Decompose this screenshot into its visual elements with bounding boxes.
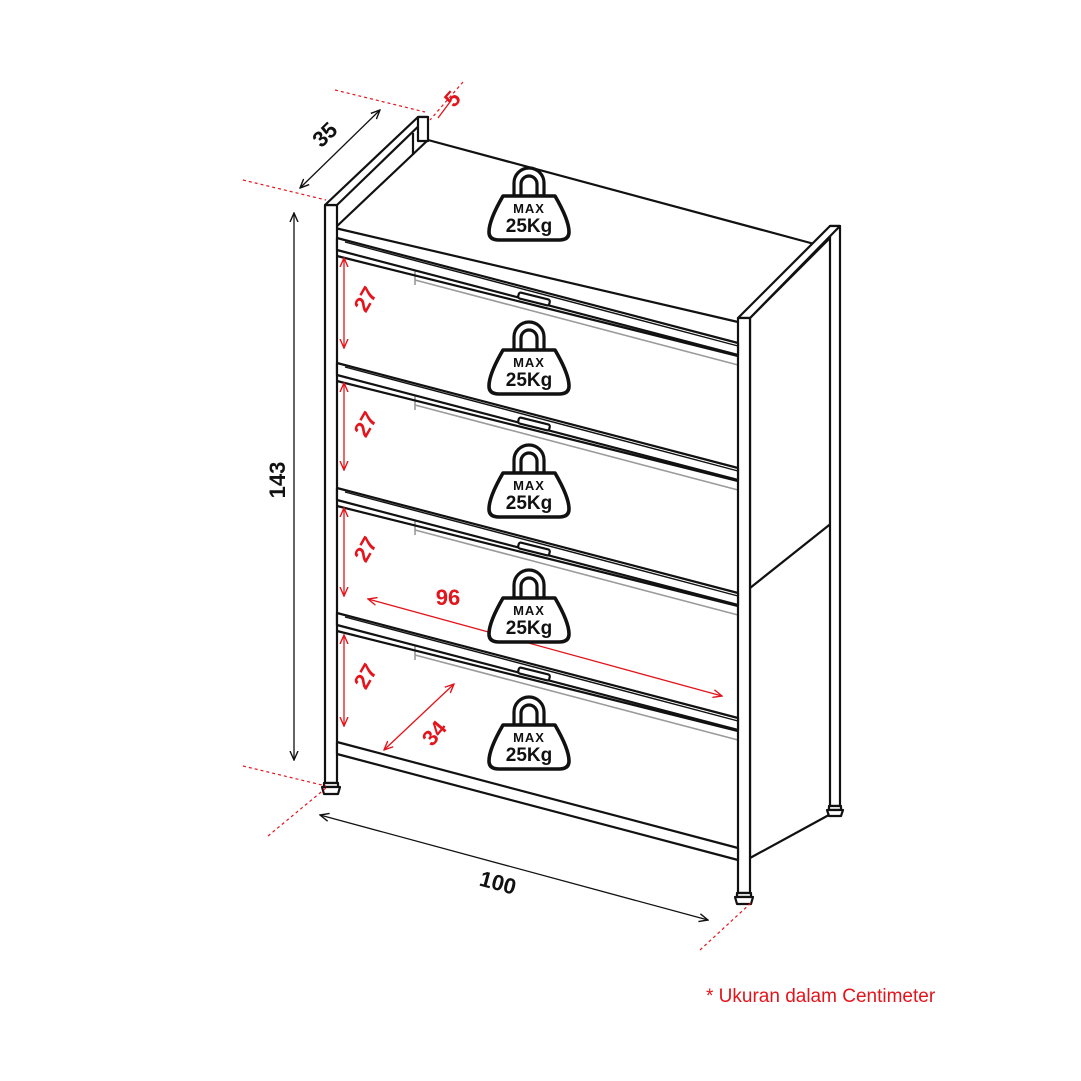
unit-note: * Ukuran dalam Centimeter (706, 986, 936, 1007)
gap-label-4: 27 (349, 659, 383, 693)
width-label: 100 (477, 866, 519, 900)
inner-depth-label: 34 (417, 715, 452, 750)
weight-icon-2: MAX 25Kg (487, 320, 571, 396)
max-label: MAX (513, 478, 545, 493)
max-label: MAX (513, 603, 545, 618)
weight-icon-4: MAX 25Kg (487, 568, 571, 644)
weight-icon-5: MAX 25Kg (487, 695, 571, 771)
inner-width-dimension-line (368, 599, 722, 696)
load-label: 25Kg (506, 493, 552, 514)
shelf-frame (320, 115, 845, 906)
max-label: MAX (513, 730, 545, 745)
depth-label: 35 (307, 117, 342, 152)
height-label: 143 (265, 462, 290, 499)
gap-label-1: 27 (349, 282, 383, 316)
width-dimension-line (320, 815, 708, 920)
post-dimension-line (437, 101, 451, 119)
load-label: 25Kg (506, 618, 552, 639)
depth-dimension-line (300, 110, 380, 188)
max-label: MAX (513, 201, 545, 216)
weight-icon-1: MAX 25Kg (487, 166, 571, 242)
weight-icon-3: MAX 25Kg (487, 443, 571, 519)
dimension-lines (294, 101, 722, 920)
post-width-label: 5 (439, 86, 466, 112)
load-label: 25Kg (506, 745, 552, 766)
inner-depth-dimension-line (384, 684, 454, 750)
gap-label-2: 27 (349, 407, 383, 441)
reference-guides (242, 81, 753, 951)
inner-width-label: 96 (436, 585, 460, 610)
load-label: 25Kg (506, 216, 552, 237)
load-label: 25Kg (506, 370, 552, 391)
gap-label-3: 27 (349, 532, 383, 566)
max-label: MAX (513, 355, 545, 370)
